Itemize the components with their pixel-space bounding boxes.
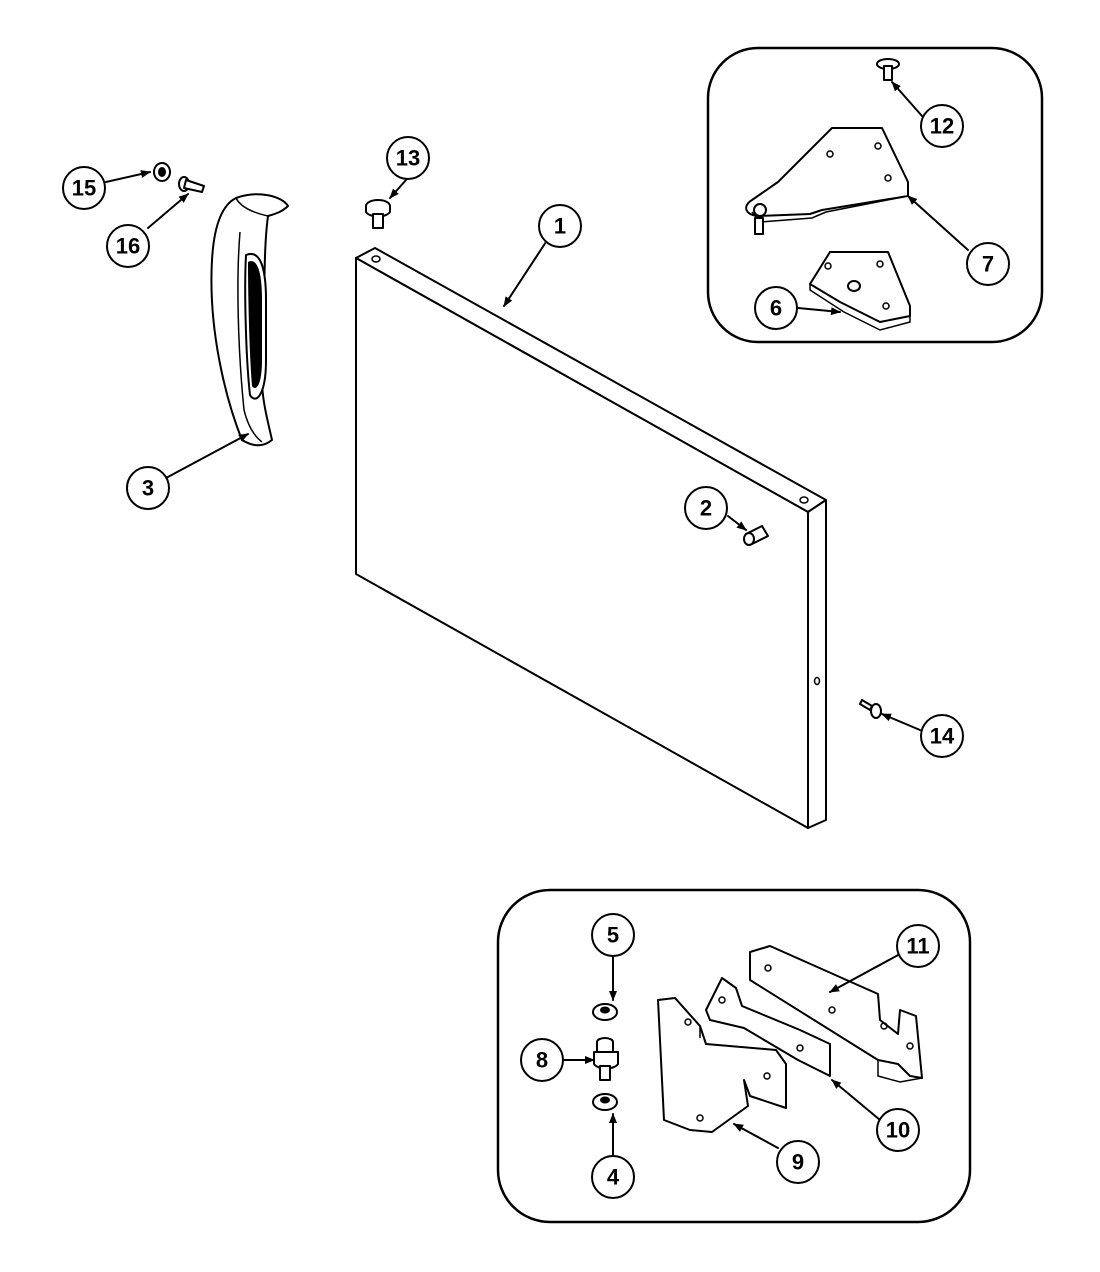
door-panel (355, 247, 827, 829)
screw-part-16 (178, 176, 205, 193)
plug-part-13 (365, 199, 391, 229)
callout-16: 16 (106, 224, 150, 268)
callout-5: 5 (591, 913, 635, 957)
nut-part-15 (153, 162, 171, 182)
callout-label-6: 6 (770, 296, 782, 321)
door-handle (210, 193, 289, 447)
callout-9: 9 (776, 1140, 820, 1184)
callout-label-5: 5 (607, 923, 619, 948)
callout-label-9: 9 (792, 1150, 804, 1175)
callout-label-8: 8 (536, 1048, 548, 1073)
callout-label-10: 10 (886, 1118, 910, 1143)
callout-label-13: 13 (396, 146, 420, 171)
callout-15: 15 (62, 166, 106, 210)
callout-label-11: 11 (906, 934, 929, 959)
callout-label-15: 15 (72, 176, 96, 201)
callout-1: 1 (538, 204, 582, 248)
callout-label-2: 2 (700, 496, 712, 521)
callout-8: 8 (520, 1038, 564, 1082)
screw-part-2 (743, 525, 769, 546)
callout-label-14: 14 (930, 724, 955, 749)
callout-6: 6 (754, 286, 798, 330)
callout-3: 3 (126, 466, 170, 510)
callout-4: 4 (591, 1155, 635, 1199)
callout-label-3: 3 (142, 476, 154, 501)
callout-12: 12 (920, 104, 964, 148)
callout-7: 7 (966, 242, 1010, 286)
callout-10: 10 (876, 1108, 920, 1152)
lower-hinge-inset (496, 888, 972, 1224)
callout-label-16: 16 (116, 234, 140, 259)
callout-2: 2 (684, 486, 728, 530)
upper-hinge-inset (706, 46, 1044, 344)
callout-label-1: 1 (554, 214, 566, 239)
callout-label-7: 7 (982, 252, 994, 277)
screw-part-14 (859, 699, 882, 719)
callout-11: 11 (896, 924, 940, 968)
callout-label-4: 4 (607, 1165, 620, 1190)
leader-lines (105, 81, 969, 1156)
callout-14: 14 (920, 714, 964, 758)
callout-label-12: 12 (930, 114, 954, 139)
callout-13: 13 (386, 136, 430, 180)
